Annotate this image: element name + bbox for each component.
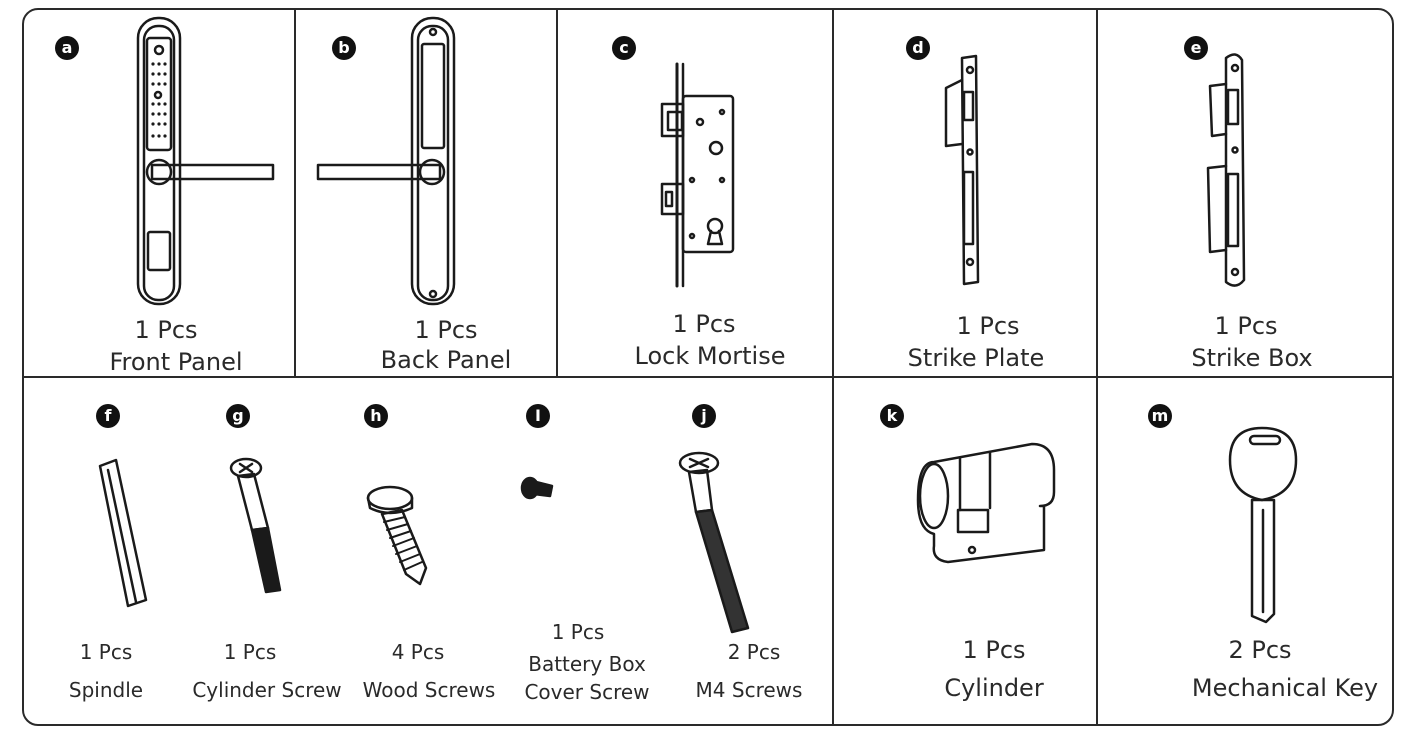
lock-mortise-name: Lock Mortise (634, 342, 786, 370)
spindle-qty: 1 Pcs (79, 640, 133, 664)
badge-a: a (55, 36, 79, 60)
badge-m: m (1148, 404, 1172, 428)
strike-plate-qty: 1 Pcs (956, 312, 1020, 340)
cylinder-screw-name: Cylinder Screw (192, 678, 342, 702)
mechanical-key-name: Mechanical Key (1191, 674, 1379, 702)
battery-box-cover-screw-name-line2: Cover Screw (524, 680, 650, 704)
badge-e: e (1184, 36, 1208, 60)
spindle-name: Spindle (68, 678, 144, 702)
battery-box-cover-screw-name-line1: Battery Box (528, 652, 646, 676)
lock-mortise-qty: 1 Pcs (672, 310, 736, 338)
badge-i: I (526, 404, 550, 428)
strike-plate-illustration (944, 54, 980, 286)
strike-box-name: Strike Box (1191, 344, 1313, 372)
parts-list-frame (22, 8, 1394, 726)
strike-plate-name: Strike Plate (907, 344, 1045, 372)
badge-j: j (692, 404, 716, 428)
cylinder-screw-illustration (229, 457, 282, 594)
badge-g: g (226, 404, 250, 428)
spindle-illustration (98, 458, 148, 608)
cell-divider (294, 8, 296, 376)
back-panel-name: Back Panel (380, 346, 512, 374)
badge-k: k (880, 404, 904, 428)
strike-box-qty: 1 Pcs (1214, 312, 1278, 340)
battery-box-cover-screw-qty: 1 Pcs (551, 620, 605, 644)
cylinder-name: Cylinder (944, 674, 1044, 702)
back-panel-illustration (316, 16, 456, 306)
mechanical-key-qty: 2 Pcs (1228, 636, 1292, 664)
mechanical-key-illustration (1228, 426, 1298, 624)
m4-screws-qty: 2 Pcs (727, 640, 781, 664)
back-panel-qty: 1 Pcs (414, 316, 478, 344)
cylinder-screw-qty: 1 Pcs (223, 640, 277, 664)
badge-f: f (96, 404, 120, 428)
badge-c: c (612, 36, 636, 60)
row-divider (22, 376, 1394, 378)
cylinder-illustration (916, 442, 1056, 564)
wood-screws-qty: 4 Pcs (391, 640, 445, 664)
front-panel-name: Front Panel (109, 348, 243, 376)
cell-divider (556, 8, 558, 376)
badge-d: d (906, 36, 930, 60)
badge-b: b (332, 36, 356, 60)
front-panel-qty: 1 Pcs (134, 316, 198, 344)
m4-screw-illustration (678, 451, 750, 634)
wood-screw-illustration (366, 485, 428, 586)
m4-screws-name: M4 Screws (695, 678, 803, 702)
cell-divider (832, 8, 834, 726)
front-panel-illustration (136, 16, 275, 306)
strike-box-illustration (1206, 53, 1246, 287)
wood-screws-name: Wood Screws (362, 678, 496, 702)
lock-mortise-illustration (660, 62, 735, 288)
badge-h: h (364, 404, 388, 428)
cell-divider (1096, 8, 1098, 726)
cylinder-qty: 1 Pcs (962, 636, 1026, 664)
battery-box-cover-screw-illustration (520, 476, 554, 500)
